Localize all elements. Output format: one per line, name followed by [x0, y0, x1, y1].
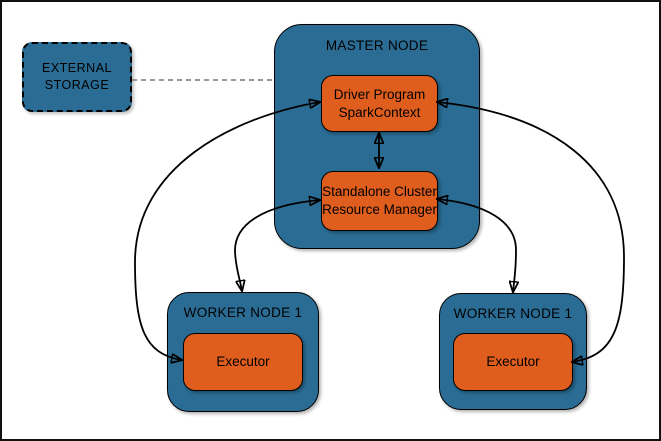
- worker-node-left-title: WORKER NODE 1: [183, 305, 303, 320]
- executor-right-label: Executor: [486, 354, 540, 370]
- resource-manager-box: Standalone Cluster Resource Manager: [321, 171, 438, 231]
- driver-program-label-line1: Driver Program: [333, 86, 426, 102]
- external-storage-label-line2: STORAGE: [44, 78, 110, 92]
- master-node: MASTER NODE Driver Program SparkContext …: [274, 24, 480, 249]
- external-storage-node: EXTERNAL STORAGE: [22, 42, 132, 112]
- master-node-title: MASTER NODE: [325, 38, 429, 53]
- executor-left-label: Executor: [216, 354, 270, 370]
- driver-program-label-line2: SparkContext: [338, 104, 421, 120]
- driver-program-box: Driver Program SparkContext: [321, 75, 438, 132]
- worker-node-right-title: WORKER NODE 1: [453, 306, 573, 321]
- resource-manager-label-line2: Resource Manager: [322, 202, 437, 217]
- worker-node-left: WORKER NODE 1 Executor: [167, 292, 319, 412]
- executor-left-box: Executor: [183, 333, 303, 391]
- worker-node-right: WORKER NODE 1 Executor: [439, 293, 587, 410]
- resource-manager-label-line1: Standalone Cluster: [322, 184, 437, 200]
- external-storage-label-line1: EXTERNAL: [42, 61, 112, 76]
- executor-right-box: Executor: [453, 333, 573, 391]
